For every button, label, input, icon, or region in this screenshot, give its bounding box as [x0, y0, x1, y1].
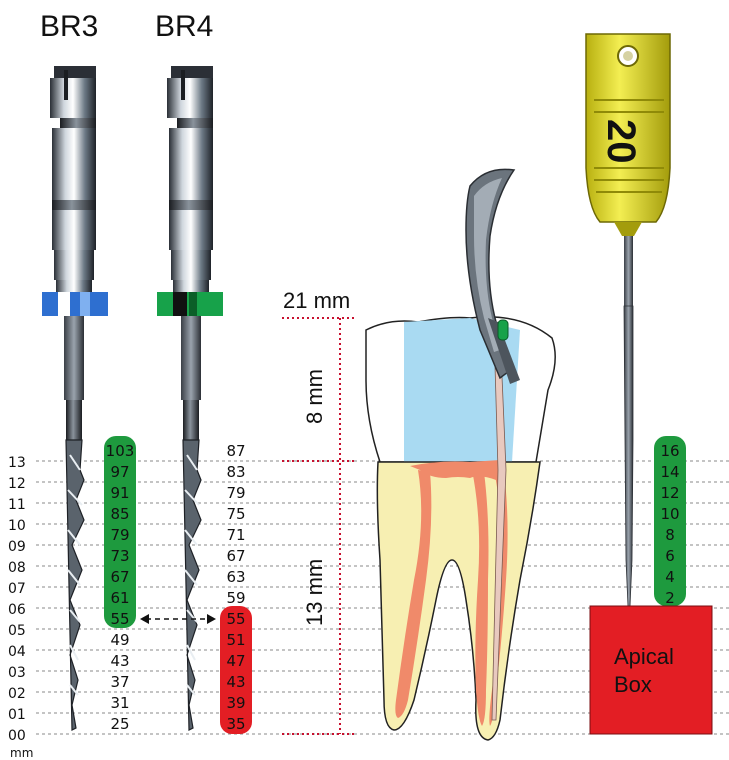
level-label: 00	[8, 728, 26, 744]
br4-title: BR4	[155, 10, 213, 43]
value-label: 47	[226, 652, 245, 670]
level-label: 01	[8, 707, 26, 723]
level-label: 04	[8, 644, 26, 660]
value-label: 97	[110, 463, 129, 481]
value-label: 6	[665, 547, 675, 565]
br3-blue-ring	[42, 292, 108, 316]
level-label: 13	[8, 455, 26, 471]
level-label: 12	[8, 476, 26, 492]
level-label: 03	[8, 665, 26, 681]
root-13mm-label: 13 mm	[302, 559, 327, 626]
apical-box-line1: Apical	[614, 644, 674, 669]
level-label: 06	[8, 602, 26, 618]
value-label: 37	[110, 673, 129, 691]
value-label: 12	[660, 484, 679, 502]
value-label: 83	[226, 463, 245, 481]
level-label: 02	[8, 686, 26, 702]
apical-box	[590, 606, 712, 734]
value-label: 91	[110, 484, 129, 502]
value-label: 43	[110, 652, 129, 670]
br4-file	[157, 66, 223, 730]
equivalence-arrow	[140, 614, 216, 624]
level-label: 05	[8, 623, 26, 639]
value-label: 63	[226, 568, 245, 586]
value-label: 55	[110, 610, 129, 628]
level-label: 07	[8, 581, 26, 597]
hand-file-size-number: 20	[599, 119, 643, 164]
level-label: 10	[8, 518, 26, 534]
value-label: 14	[660, 463, 679, 481]
value-label: 103	[106, 442, 135, 460]
value-label: 39	[226, 694, 245, 712]
value-label: 55	[226, 610, 245, 628]
apical-box-line2: Box	[614, 672, 652, 697]
value-label: 71	[226, 526, 245, 544]
value-label: 87	[226, 442, 245, 460]
value-label: 2	[665, 589, 675, 607]
value-label: 61	[110, 589, 129, 607]
tooth	[366, 169, 555, 740]
value-label: 49	[110, 631, 129, 649]
value-label: 25	[110, 715, 129, 733]
value-label: 10	[660, 505, 679, 523]
value-label: 31	[110, 694, 129, 712]
level-label: 11	[8, 497, 26, 513]
value-label: 73	[110, 547, 129, 565]
value-label: 67	[110, 568, 129, 586]
value-label: 75	[226, 505, 245, 523]
value-label: 8	[665, 526, 675, 544]
value-label: 43	[226, 673, 245, 691]
value-label: 51	[226, 631, 245, 649]
value-label: 79	[110, 526, 129, 544]
value-label: 16	[660, 442, 679, 460]
unit-label: mm	[10, 746, 33, 760]
br3-file	[42, 66, 108, 730]
value-label: 79	[226, 484, 245, 502]
br3-title: BR3	[40, 10, 98, 43]
value-label: 59	[226, 589, 245, 607]
value-label: 85	[110, 505, 129, 523]
level-scale: 13 12 11 10 09 08 07 06 05 04 03 02 01 00	[8, 455, 26, 744]
crown-8mm-label: 8 mm	[302, 369, 327, 424]
level-label: 08	[8, 560, 26, 576]
level-label: 09	[8, 539, 26, 555]
value-label: 35	[226, 715, 245, 733]
length-21mm-label: 21 mm	[283, 288, 350, 313]
value-label: 67	[226, 547, 245, 565]
value-label: 4	[665, 568, 675, 586]
